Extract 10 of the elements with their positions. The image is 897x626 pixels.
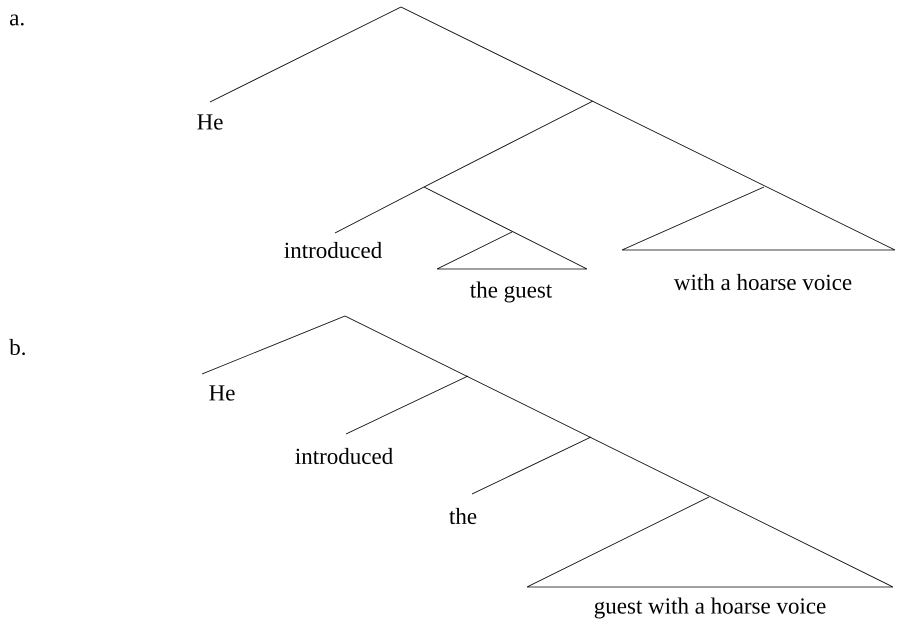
word-label: the guest [470, 282, 552, 302]
item-marker: b. [9, 338, 25, 356]
word-label: He [197, 114, 223, 130]
word-label: with a hoarse voice [674, 274, 852, 290]
word-label: the [449, 508, 476, 524]
word-label: He [209, 385, 235, 401]
word-label: guest with a hoarse voice [594, 598, 826, 618]
word-label: introduced [284, 242, 382, 258]
word-label: introduced [295, 448, 393, 464]
item-marker: a. [10, 14, 24, 26]
